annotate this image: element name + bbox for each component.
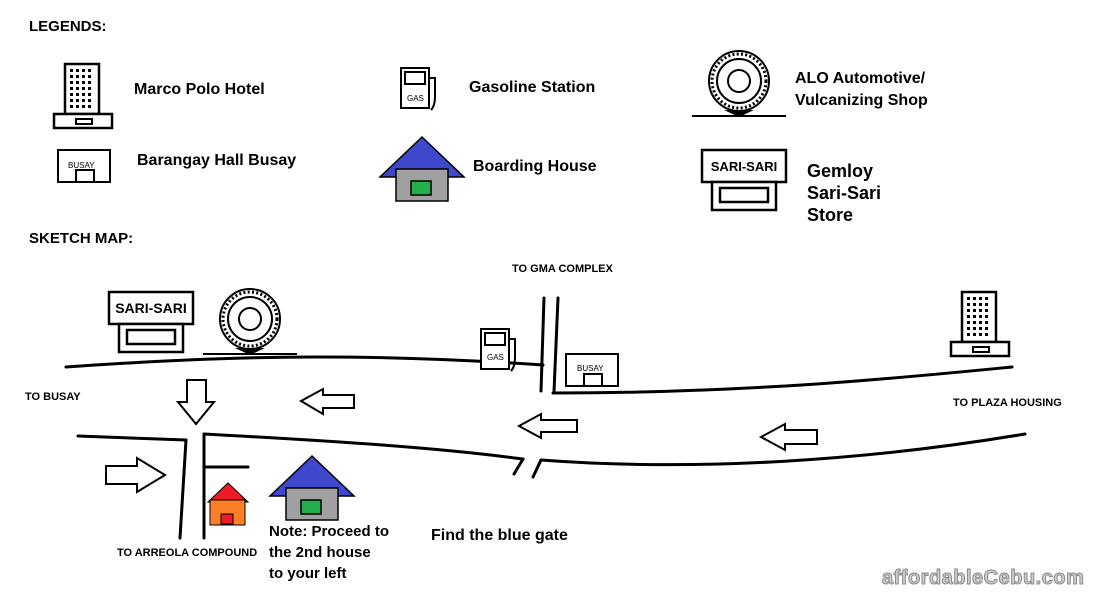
road-bottom-west	[76, 434, 188, 442]
road-gma-west	[539, 296, 546, 393]
map-boarding-house-icon	[269, 455, 355, 521]
road-gma-east	[552, 296, 560, 394]
road-gap-right	[531, 458, 543, 479]
roads	[64, 296, 1027, 540]
find-gate-text: Find the blue gate	[431, 527, 568, 544]
legend-gas-text: Gasoline Station	[469, 79, 596, 96]
map-sari-sari-label: SARI-SARI	[115, 300, 187, 316]
watermark: affordableCebu.com	[881, 567, 1085, 590]
legend-store-text: Gemloy Sari-Sari Store	[807, 161, 882, 225]
legend-boarding-house-icon	[379, 136, 465, 202]
legend-barangay-text: Barangay Hall Busay	[137, 152, 297, 169]
legend-vulcanizing-text: ALO Automotive/ Vulcanizing Shop	[795, 70, 928, 109]
label-to-arreola: TO ARREOLA COMPOUND	[117, 547, 258, 559]
legend-gas-icon	[400, 67, 436, 111]
label-to-plaza: TO PLAZA HOUSING	[953, 397, 1062, 409]
map-note: Note: Proceed to the 2nd house to your l…	[269, 523, 390, 582]
direction-arrows	[105, 379, 818, 494]
legend-hotel-icon	[52, 62, 114, 130]
map-gas-label: GAS	[487, 353, 504, 362]
arrow-left-1	[298, 387, 355, 416]
arrow-left-2	[516, 412, 578, 440]
sketch-map-heading: SKETCH MAP:	[29, 230, 134, 247]
road-gap-left	[512, 457, 525, 476]
legend-sari-sari-label: SARI-SARI	[710, 159, 778, 174]
road-bottom-mid	[202, 432, 525, 461]
map-gas-icon	[480, 328, 516, 372]
legend-gas-label: GAS	[407, 94, 424, 103]
legend-boarding-text: Boarding House	[473, 158, 597, 175]
label-to-busay: TO BUSAY	[25, 391, 81, 403]
legends-heading: LEGENDS:	[29, 18, 107, 35]
road-top-west	[64, 355, 545, 369]
arrow-down	[175, 379, 217, 426]
legend-tire-icon	[690, 49, 788, 119]
map-hotel-icon	[949, 290, 1011, 358]
road-bottom-east	[539, 432, 1027, 467]
arrow-left-3	[758, 422, 818, 452]
map-red-house-icon	[206, 482, 250, 526]
label-to-gma: TO GMA COMPLEX	[512, 263, 613, 275]
legend-hotel-text: Marco Polo Hotel	[134, 81, 265, 98]
arrow-right	[105, 456, 167, 494]
road-arreola-west	[178, 438, 188, 540]
legend-busay-label: BUSAY	[68, 161, 95, 170]
road-top-east	[551, 365, 1014, 395]
map-busay-label: BUSAY	[577, 364, 604, 373]
map-tire-icon	[201, 287, 299, 357]
